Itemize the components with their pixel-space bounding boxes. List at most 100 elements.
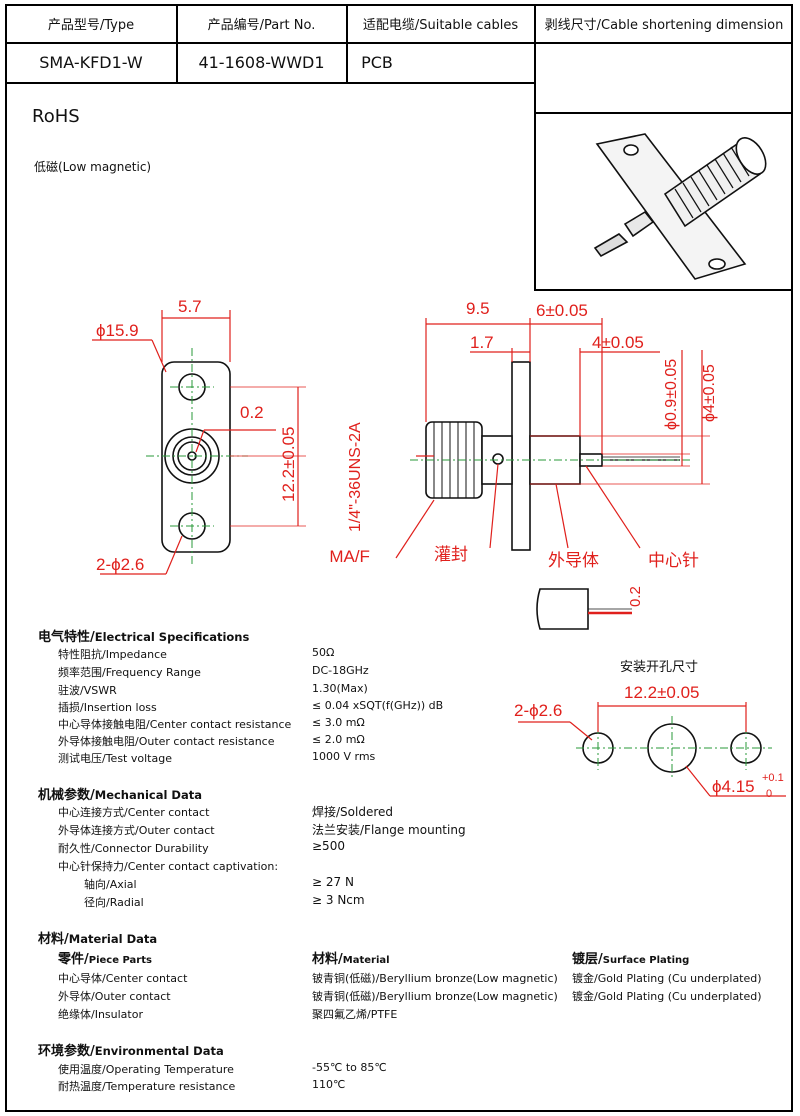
dim-mount-center: ϕ4.15	[712, 777, 755, 796]
material-material: 聚四氟乙烯/PTFE	[312, 1008, 398, 1021]
header-col-line-2	[346, 4, 348, 84]
mech-label: 耐久性/Connector Durability	[58, 842, 209, 855]
mech-value: ≥500	[312, 839, 345, 853]
dim-mount-tol-upper: +0.1	[762, 772, 784, 784]
spec-value: ≤ 2.0 mΩ	[312, 733, 365, 746]
col-parts-en: Piece Parts	[88, 955, 152, 966]
low-magnetic-label: 低磁(Low magnetic)	[34, 160, 152, 174]
side-view-drawing: 9.5 6±0.05 1.7 4±0.05 ϕ0.9±0.05 ϕ4±0.05 …	[330, 299, 718, 570]
image-box-bottom	[534, 289, 793, 291]
type-value: SMA-KFD1-W	[39, 53, 143, 72]
flange-plate	[595, 133, 747, 280]
side-dimensions	[395, 318, 710, 559]
spec-label: 中心导体接触电阻/Center contact resistance	[58, 718, 292, 731]
dim-side-pin-diameter: ϕ0.9±0.05	[663, 359, 680, 430]
dim-strip: 0.2	[627, 586, 644, 607]
spec-value: 1000 V rms	[312, 750, 376, 763]
material-plating: 镀金/Gold Plating (Cu underplated)	[572, 972, 762, 985]
col-material-en: Material	[342, 955, 390, 966]
mount-title: 安装开孔尺寸	[620, 660, 699, 675]
spec-value: 50Ω	[312, 646, 335, 659]
spec-value: 1.30(Max)	[312, 682, 368, 695]
label-outer-conductor: 外导体	[548, 551, 599, 570]
mechanical-title: 机械参数/Mechanical Data	[38, 784, 202, 803]
spec-value: DC-18GHz	[312, 664, 369, 677]
material-title-cn: 材料/	[38, 932, 69, 947]
dim-mount-tol-lower: 0	[766, 788, 772, 800]
rohs-label: RoHS	[32, 106, 80, 127]
header-divider	[5, 42, 535, 44]
electrical-title-cn: 电气特性/	[38, 630, 95, 645]
front-flange	[161, 361, 231, 553]
image-box-top	[534, 112, 793, 114]
mech-value: ≥ 27 N	[312, 875, 354, 889]
material-material: 铍青铜(低磁)/Beryllium bronze(Low magnetic)	[312, 990, 558, 1003]
flange-hole-bottom	[708, 258, 726, 270]
back-body	[623, 210, 655, 238]
dim-front-flange: ϕ15.9	[96, 321, 139, 340]
environmental-title: 环境参数/Environmental Data	[38, 1040, 224, 1059]
dimension-header: 剥线尺寸/Cable shortening dimension	[544, 17, 784, 33]
env-value: -55℃ to 85℃	[312, 1061, 387, 1074]
mech-label: 轴向/Axial	[84, 878, 137, 891]
material-title: 材料/Material Data	[38, 928, 157, 947]
header-col-line-1	[176, 4, 178, 84]
spec-label: 特性阻抗/Impedance	[58, 648, 167, 661]
dim-side-sleeve: 4±0.05	[592, 333, 644, 352]
spec-value: ≤ 3.0 mΩ	[312, 716, 365, 729]
header-divider-right	[534, 42, 793, 44]
material-col-material: 材料/Material	[312, 948, 390, 967]
mount-centerlines	[576, 716, 772, 780]
material-material: 铍青铜(低磁)/Beryllium bronze(Low magnetic)	[312, 972, 558, 985]
dim-side-flange-thickness: 1.7	[470, 333, 494, 352]
mech-label: 径向/Radial	[84, 896, 144, 909]
mech-value: 法兰安装/Flange mounting	[312, 823, 466, 837]
connector-face	[735, 137, 767, 175]
cable-header: 适配电缆/Suitable cables	[362, 17, 519, 33]
col-plating-cn: 镀层/	[572, 952, 603, 967]
strip-drawing: 0.2	[536, 586, 644, 630]
mechanical-title-cn: 机械参数/	[38, 788, 95, 803]
mech-label: 中心连接方式/Center contact	[58, 806, 210, 819]
dim-side-flange-to-pin: 6±0.05	[536, 301, 588, 320]
flange-hole-top	[623, 144, 639, 156]
label-seal: 灌封	[434, 545, 468, 564]
pin-body	[593, 232, 629, 258]
spec-value: ≤ 0.04 xSQT(f(GHz)) dB	[312, 699, 444, 712]
electrical-title-en: Electrical Specifications	[94, 630, 250, 644]
env-label: 使用温度/Operating Temperature	[58, 1063, 234, 1076]
spec-label: 驻波/VSWR	[58, 684, 117, 697]
mount-drawing: 12.2±0.05 2-ϕ2.6 ϕ4.15 +0.1 0	[514, 683, 786, 800]
col-material-cn: 材料/	[312, 952, 343, 967]
type-header: 产品型号/Type	[47, 17, 135, 33]
thread-lines	[674, 146, 750, 219]
mech-value: 焊接/Soldered	[312, 805, 394, 819]
mechanical-title-en: Mechanical Data	[94, 788, 202, 802]
dim-front-offset: 0.2	[240, 403, 264, 422]
strip-cable-body	[536, 588, 589, 630]
front-dimensions	[92, 310, 306, 575]
part-value: 41-1608-WWD1	[198, 53, 325, 72]
label-center-pin: 中心针	[648, 551, 699, 570]
mech-value: ≥ 3 Ncm	[312, 893, 365, 907]
spec-label: 插损/Insertion loss	[58, 701, 157, 714]
env-label: 耐热温度/Temperature resistance	[58, 1080, 236, 1093]
dim-mount-holes: 2-ϕ2.6	[514, 701, 562, 720]
spec-label: 频率范围/Frequency Range	[58, 666, 201, 679]
mount-dimensions	[518, 702, 786, 797]
material-col-plating: 镀层/Surface Plating	[572, 948, 689, 967]
environmental-title-cn: 环境参数/	[38, 1044, 95, 1059]
spec-label: 测试电压/Test voltage	[58, 752, 172, 765]
col-plating-en: Surface Plating	[602, 955, 690, 966]
dim-side-length: 9.5	[466, 299, 490, 318]
header-bottom-line	[5, 82, 535, 84]
material-title-en: Material Data	[68, 932, 158, 946]
material-part: 绝缘体/Insulator	[58, 1008, 143, 1021]
dim-front-width: 5.7	[178, 297, 202, 316]
seal-hole	[492, 453, 504, 465]
env-value: 110℃	[312, 1078, 346, 1091]
dim-mount-spacing: 12.2±0.05	[624, 683, 700, 702]
material-part: 中心导体/Center contact	[58, 972, 188, 985]
dim-front-spacing: 12.2±0.05	[279, 426, 298, 502]
label-sma-f: SMA/F	[330, 547, 370, 566]
